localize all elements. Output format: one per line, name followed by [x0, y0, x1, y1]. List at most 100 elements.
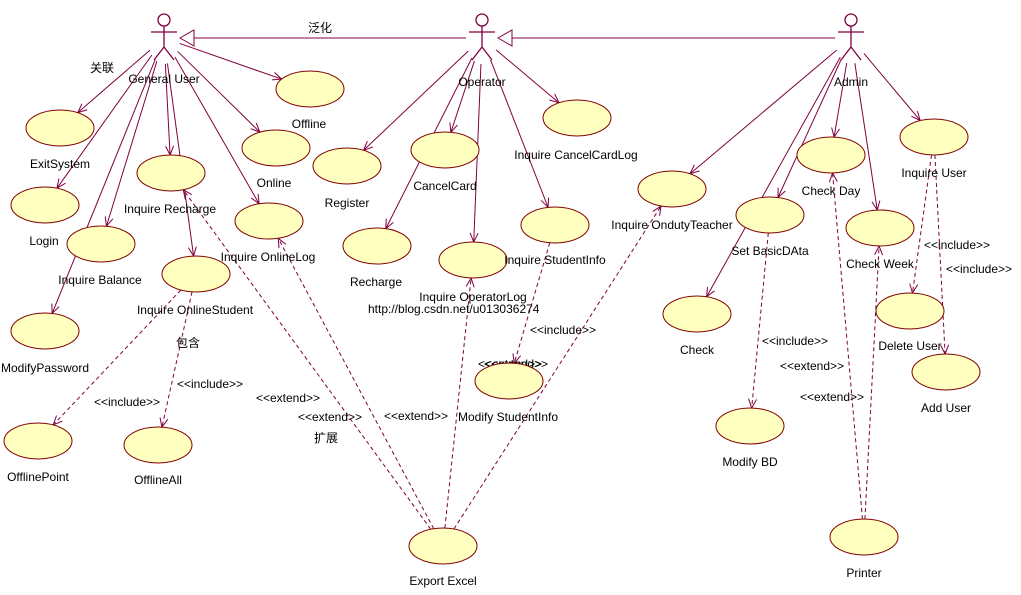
include-line: [161, 291, 193, 428]
include-line: [751, 232, 769, 409]
use-case-inquire-user: Inquire User: [899, 118, 969, 180]
use-case-export-excel: Export Excel: [408, 527, 478, 588]
association-line: [164, 63, 171, 156]
actor-figure-icon: [838, 13, 864, 61]
use-case-offline-point: OfflinePoint: [3, 422, 73, 484]
use-case-register: Register: [312, 147, 382, 210]
actor-name: General User: [128, 72, 199, 86]
use-case-ellipse: [899, 118, 969, 156]
use-case-ellipse: [3, 422, 73, 460]
extend-line: [453, 205, 662, 530]
association-line: [174, 56, 260, 205]
use-case-modify-password: ModifyPassword: [1, 312, 89, 375]
actor-name: Admin: [834, 75, 868, 89]
actor-figure-icon: [151, 13, 177, 61]
use-case-ellipse: [520, 206, 590, 244]
use-case-label: Inquire StudentInfo: [504, 253, 606, 267]
extend-line: [864, 245, 880, 520]
use-case-label: ModifyPassword: [1, 361, 89, 375]
use-case-ellipse: [312, 147, 382, 185]
use-case-offline: Offline: [275, 70, 345, 131]
use-case-label: ExitSystem: [30, 157, 90, 171]
actor-operator: Operator: [458, 13, 506, 89]
use-case-ellipse: [161, 255, 231, 293]
use-case-add-user: Add User: [911, 353, 981, 415]
association-relation: [706, 57, 841, 298]
actor-admin: Admin: [834, 13, 868, 89]
association-note: 关联: [90, 61, 114, 75]
use-case-ellipse: [408, 527, 478, 565]
use-case-modify-bd: Modify BD: [715, 407, 785, 469]
include-line: [911, 154, 933, 294]
association-line: [495, 49, 560, 104]
use-case-set-basic-data: Set BasicDAta: [731, 196, 809, 258]
extend-stereotype-label: <<extend>>: [384, 409, 448, 423]
use-case-label: Inquire Balance: [58, 273, 142, 287]
use-case-ellipse: [845, 209, 915, 247]
use-case-inquire-onduty-teacher: Inquire OndutyTeacher: [611, 170, 733, 232]
relation-lines: <<include>> <<include>> <<include>> <<inclu…: [51, 29, 1012, 530]
include-stereotype-label: <<include>>: [177, 377, 243, 391]
use-case-ellipse: [637, 170, 707, 208]
use-case-cancel-card: CancelCard: [410, 131, 480, 193]
use-case-label: OfflinePoint: [7, 470, 69, 484]
use-case-ellipse: [542, 99, 612, 137]
association-line: [77, 49, 151, 114]
include-stereotype-label: <<include>>: [94, 395, 160, 409]
use-case-ellipse: [136, 154, 206, 192]
use-case-ellipse: [735, 196, 805, 234]
association-line: [689, 49, 838, 175]
use-case-printer: Printer: [829, 518, 899, 580]
use-case-label: Add User: [921, 401, 971, 415]
use-case-ellipse: [715, 407, 785, 445]
use-case-label: Offline: [292, 117, 327, 131]
extend-stereotype-label: <<extend>>: [298, 410, 362, 424]
association-relation: [863, 53, 921, 122]
use-case-inquire-online-student: Inquire OnlineStudent: [137, 255, 254, 317]
use-case-inquire-operator-log: Inquire OperatorLog: [419, 241, 527, 304]
use-case-ellipse: [474, 362, 544, 400]
include-stereotype-label: <<include>>: [762, 334, 828, 348]
extend-stereotype-label: <<extend>>: [256, 391, 320, 405]
association-line: [450, 60, 475, 133]
include-stereotype-label: <<include>>: [924, 238, 990, 252]
association-line: [706, 57, 841, 297]
use-case-label: Set BasicDAta: [731, 244, 809, 258]
extend-relation: <<extend>>: [182, 188, 432, 530]
use-case-check: Check: [662, 295, 732, 357]
use-case-inquire-online-log: Inquire OnlineLog: [221, 202, 315, 264]
association-line: [56, 54, 153, 189]
extend-stereotype-label: <<extend>>: [780, 359, 844, 373]
use-case-online: Online: [241, 129, 311, 190]
extend-note: 扩展: [314, 431, 338, 445]
use-case-ellipse: [123, 426, 193, 464]
generalization-arrowhead: [178, 29, 195, 47]
use-case-ellipse: [662, 295, 732, 333]
use-case-label: Delete User: [878, 339, 941, 353]
actor-general-user: General User: [128, 13, 200, 86]
include-stereotype-label: <<include>>: [946, 262, 1012, 276]
use-case-check-week: Check Week: [845, 209, 915, 271]
use-case-ellipse: [25, 109, 95, 147]
use-case-label: Modify StudentInfo: [458, 410, 558, 424]
use-case-label: Modify BD: [722, 455, 778, 469]
use-case-label: Export Excel: [409, 574, 476, 588]
arrowhead: [277, 237, 287, 249]
include-relation: <<include>>: [748, 232, 828, 410]
extend-relation: <<extend>>: [800, 244, 884, 520]
use-case-ellipse: [275, 70, 345, 108]
use-case-label: Online: [257, 176, 292, 190]
association-line: [51, 59, 156, 314]
extend-line: [832, 172, 863, 520]
association-line: [777, 58, 842, 198]
use-case-ellipse: [438, 241, 508, 279]
use-case-ellipse: [10, 312, 80, 350]
association-line: [833, 62, 848, 138]
include-relation: <<include>>: [934, 154, 1012, 356]
use-case-label: Inquire OperatorLog: [419, 290, 526, 304]
association-line: [105, 61, 158, 227]
extend-line: [277, 238, 435, 529]
use-case-label: Inquire OndutyTeacher: [611, 218, 732, 232]
